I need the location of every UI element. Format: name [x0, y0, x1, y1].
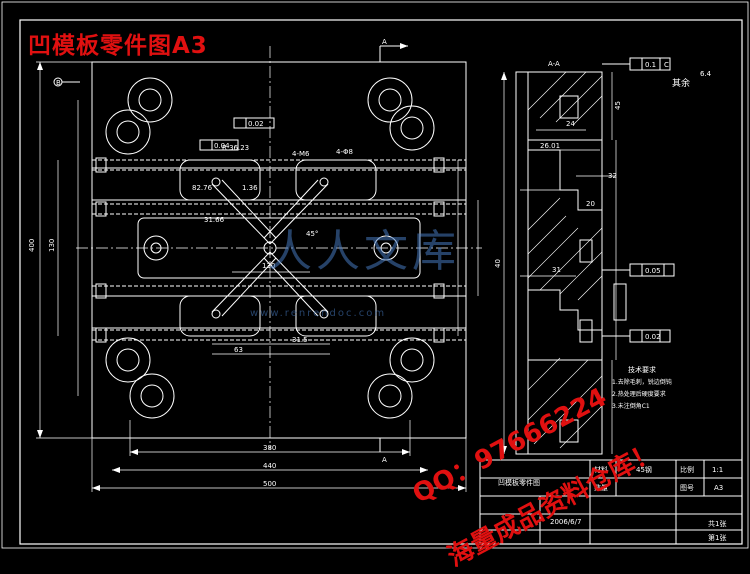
tb-sheet-label: 图号 [680, 484, 694, 492]
side-dim-40: 40 [494, 259, 502, 268]
side-tol-1: 0.1 [645, 61, 656, 69]
section-mark-a-bottom: A [382, 456, 387, 464]
tb-page: 第1张 [708, 533, 726, 542]
side-dim-20: 20 [586, 200, 595, 208]
dim-e: 4-Φ8 [336, 148, 353, 156]
dim-height-left: 400 [28, 239, 36, 252]
dim-width-outer: 500 [263, 480, 276, 488]
tol-1: 0.04 [214, 142, 230, 150]
drawing-sheet: 380 440 500 400 130 130 63 31.5 45° R 36… [1, 1, 749, 549]
tb-sheet: A3 [714, 484, 723, 492]
rough-value: 6.4 [700, 70, 712, 78]
notes-heading: 技术要求 [628, 365, 656, 374]
side-datum-c: C [664, 61, 669, 69]
channel-plugs [95, 157, 445, 343]
side-dim-26: 26.01 [540, 142, 560, 150]
dim-height-inner: 130 [48, 239, 56, 252]
tb-material-label: 材料 [594, 465, 608, 474]
tb-qty-label: 数量 [594, 483, 608, 492]
notes-line-3: 3.未注倒角C1 [612, 402, 650, 410]
front-dimension-lines [36, 61, 479, 492]
dim-width-inner: 380 [263, 444, 276, 452]
side-dim-45: 45 [614, 101, 622, 110]
watermark-logo-url: www.renrendoc.com [250, 308, 387, 319]
inner-frame [19, 19, 743, 545]
page-title: 凹模板零件图A3 [28, 33, 208, 59]
dim-d: 4-M6 [292, 150, 310, 158]
tb-total: 共1张 [708, 519, 726, 528]
side-section-label: A-A [548, 60, 560, 68]
center-lines [76, 46, 482, 450]
dim-span-center: 130 [262, 262, 275, 270]
tb-name: 凹模板零件图 [498, 478, 540, 487]
tb-scale: 1:1 [712, 466, 723, 474]
dim-b: 31.66 [204, 216, 225, 224]
dim-63: 63 [234, 346, 243, 354]
side-dim-32: 32 [608, 172, 617, 180]
cooling-channels [92, 159, 466, 341]
outer-frame [1, 1, 749, 549]
tb-scale-label: 比例 [680, 465, 694, 474]
side-dim-24: 24 [566, 120, 575, 128]
dim-angle: 45° [306, 230, 318, 238]
side-dim-31: 31 [552, 266, 561, 274]
notes-line-2: 2.热处理后硬度要求 [612, 390, 666, 398]
side-section-view [515, 71, 603, 455]
runner-channels [211, 177, 329, 319]
watermark-logo: 人人文库 [268, 226, 460, 277]
rough-other: 其余 [672, 77, 690, 89]
side-tol-2: 0.05 [645, 267, 661, 275]
dim-31-5: 31.5 [292, 336, 308, 344]
title-block [479, 459, 743, 545]
dim-c: 1.36 [242, 184, 258, 192]
dim-radius: R 36.23 [222, 144, 249, 152]
section-mark-a-top: A [382, 38, 387, 46]
dim-a: 82.76 [192, 184, 213, 192]
datum-b: B [56, 79, 61, 87]
guide-pin-holes [105, 77, 435, 419]
side-tol-3: 0.02 [645, 333, 661, 341]
tb-date: 2006/6/7 [550, 518, 581, 526]
dim-width-mid: 440 [263, 462, 276, 470]
tol-2: 0.02 [248, 120, 264, 128]
notes-line-1: 1.去除毛刺，锐边倒钝 [612, 378, 672, 386]
tb-material: 45钢 [636, 465, 652, 474]
